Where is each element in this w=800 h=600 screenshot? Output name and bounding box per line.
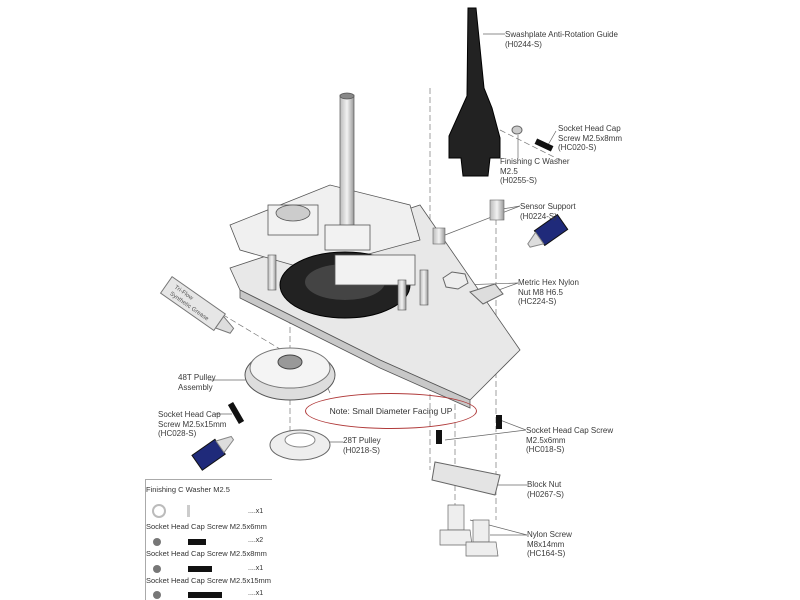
label-28t-pulley: 28T Pulley(H0218-S) (343, 436, 381, 455)
pulley-48t (244, 347, 336, 401)
legend-item-name: Finishing C Washer M2.5 (146, 485, 230, 494)
main-shaft (339, 92, 355, 241)
thread-lock-bottle-right (527, 213, 569, 248)
assembly-note: Note: Small Diameter Facing UP (305, 393, 477, 429)
note-text: Note: Small Diameter Facing UP (329, 406, 453, 416)
label-sensor-support: Sensor Support(H0224-S) (520, 202, 576, 221)
c-washer (511, 125, 523, 135)
screw-8mm-icon (153, 565, 212, 573)
screw-m25x8 (534, 138, 554, 152)
screw-15mm-icon (153, 591, 222, 599)
frame-posts (267, 254, 429, 311)
legend-item-name: Socket Head Cap Screw M2.5x15mm (146, 576, 272, 585)
hardware-legend: Finishing C Washer M2.5 ....x1 Socket He… (145, 479, 272, 600)
legend-item-name: Socket Head Cap Screw M2.5x8mm (146, 549, 267, 558)
c-washer-icon (152, 504, 190, 518)
screws-m25x6 (436, 415, 502, 444)
screw-6mm-icon (153, 538, 206, 546)
anti-rotation-guide (448, 7, 501, 177)
legend-item-qty: ....x1 (248, 565, 264, 572)
hex-nut (442, 271, 469, 290)
legend-item-name: Socket Head Cap Screw M2.5x6mm (146, 522, 267, 531)
screw-m25x15 (227, 401, 245, 425)
block-nut (431, 461, 501, 496)
label-swashplate-guide: Swashplate Anti-Rotation Guide(H0244-S) (505, 30, 618, 49)
sensor-supports (432, 199, 505, 245)
legend-item-qty: ....x1 (248, 508, 264, 515)
bracket (469, 283, 504, 305)
thread-lock-bottle-left (191, 435, 235, 471)
legend-item-qty: ....x1 (248, 590, 264, 597)
nylon-screws (439, 504, 499, 557)
label-block-nut: Block Nut(H0267-S) (527, 480, 564, 499)
pulley-28t (269, 429, 331, 461)
grease-tube: Tri-Flow Synthetic Grease (159, 276, 235, 334)
legend-item-qty: ....x2 (248, 537, 264, 544)
